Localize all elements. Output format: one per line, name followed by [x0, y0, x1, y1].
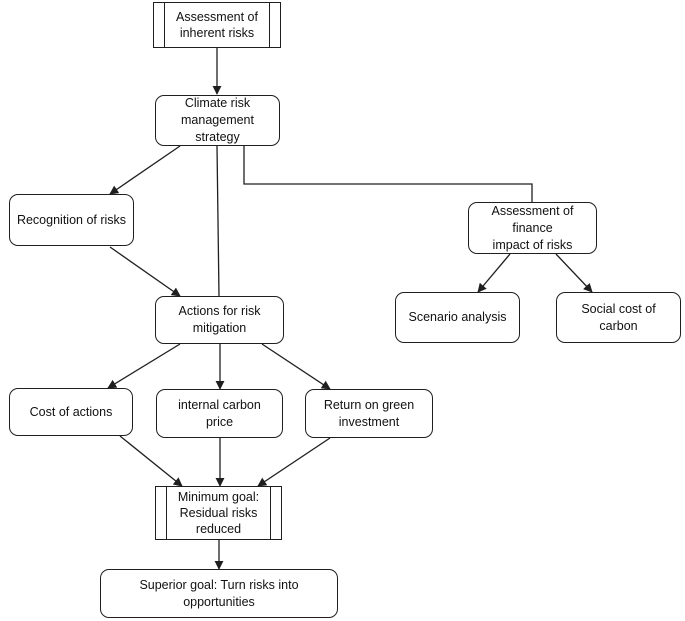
- node-recognition-of-risks: Recognition of risks: [2, 188, 134, 246]
- edge-recognition-to-actions: [109, 246, 181, 297]
- node-minimum-goal: Minimum goal: Residual risks reduced: [155, 486, 282, 540]
- edge-finance-to-social-cost: [555, 253, 593, 293]
- node-social-cost-carbon-label: Social cost of carbon: [581, 301, 656, 333]
- node-recognition-of-risks-label: Recognition of risks: [16, 212, 127, 227]
- node-return-green-investment: Return on green investment: [298, 383, 433, 438]
- node-inherent-risks: Assessment of inherent risks: [153, 2, 281, 48]
- node-cost-of-actions-label: Cost of actions: [29, 404, 113, 419]
- node-internal-carbon-price-label: internal carbon price: [178, 397, 261, 429]
- node-scenario-analysis-label: Scenario analysis: [408, 310, 507, 324]
- edge-finance-to-scenario: [477, 253, 511, 293]
- edge-strategy-to-recognition: [109, 145, 181, 195]
- edge-cost-to-minimum: [119, 435, 183, 487]
- node-climate-strategy-label: Climate risk management strategy: [181, 96, 254, 144]
- node-finance-impact: Assessment of finance impact of risks: [461, 196, 597, 254]
- node-superior-goal: Superior goal: Turn risks into opportuni…: [93, 563, 338, 618]
- edge-strategy-to-actions: [216, 145, 220, 297]
- node-finance-impact-label: Assessment of finance impact of risks: [491, 203, 574, 252]
- edge-actions-to-cost: [107, 343, 181, 389]
- node-minimum-goal-label: Minimum goal: Residual risks reduced: [177, 490, 260, 536]
- node-inherent-risks-label: Assessment of inherent risks: [176, 10, 258, 40]
- node-actions-mitigation-label: Actions for risk mitigation: [178, 304, 261, 335]
- node-actions-mitigation: Actions for risk mitigation: [148, 290, 284, 344]
- node-social-cost-carbon: Social cost of carbon: [549, 286, 681, 343]
- edge-strategy-to-finance: [243, 146, 533, 202]
- node-return-green-investment-label: Return on green investment: [323, 397, 415, 429]
- node-internal-carbon-price: internal carbon price: [149, 383, 283, 438]
- node-superior-goal-label: Superior goal: Turn risks into opportuni…: [139, 577, 299, 609]
- node-cost-of-actions: Cost of actions: [2, 382, 133, 436]
- node-climate-strategy: Climate risk management strategy: [148, 89, 280, 146]
- node-scenario-analysis: Scenario analysis: [388, 286, 520, 343]
- edge-actions-to-return: [261, 343, 331, 390]
- edge-return-to-minimum: [257, 437, 331, 487]
